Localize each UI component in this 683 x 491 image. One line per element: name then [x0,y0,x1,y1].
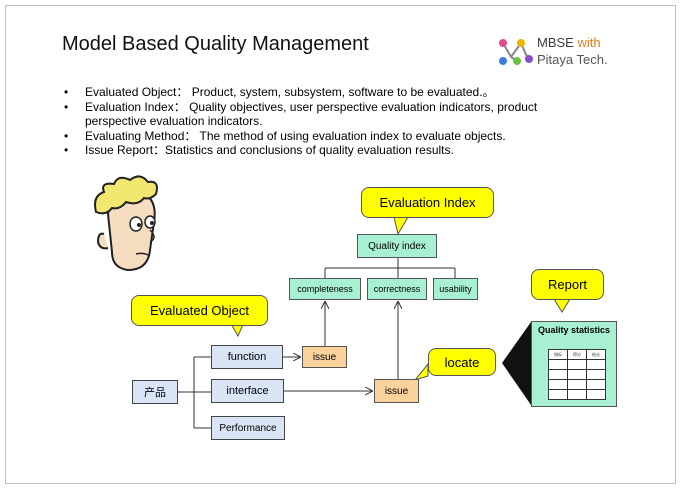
logo-mbse: MBSE [537,35,574,50]
thinking-person-icon [94,175,158,272]
callout-evaluation-index: Evaluation Index [361,187,494,218]
slide-title: Model Based Quality Management [62,33,369,55]
callout-locate: locate [428,348,496,376]
callout-tail [553,298,571,313]
completeness-node: completeness [289,278,361,300]
bullet-item: Evaluating Method： The method of using e… [64,129,584,144]
report-table: 指标 得分 结论 [548,349,606,400]
bullet-list: Evaluated Object： Product, system, subsy… [64,85,584,158]
report-arrow-icon [502,322,531,405]
callout-evaluated-object: Evaluated Object [131,295,268,326]
logo-with: with [577,35,601,50]
logo-text-mbse: MBSE with [537,35,601,50]
correctness-node: correctness [367,278,427,300]
report-table-header-cell: 结论 [586,349,606,360]
usability-node: usability [433,278,478,300]
function-node: function [211,345,283,369]
logo-text-company: Pitaya Tech. [537,52,608,67]
bullet-item: Evaluation Index： Quality objectives, us… [64,100,584,129]
callout-tail [413,362,429,381]
product-node: 产品 [132,380,178,404]
quality-statistics-report: Quality statistics 指标 得分 结论 [531,321,617,407]
issue-node-function: issue [302,346,347,368]
interface-node: interface [211,379,284,403]
bullet-item: Issue Report：Statistics and conclusions … [64,143,584,158]
report-table-header-cell: 得分 [567,349,587,360]
bullet-item: Evaluated Object： Product, system, subsy… [64,85,584,100]
callout-report: Report [531,269,604,300]
report-title: Quality statistics [537,325,611,335]
quality-index-node: Quality index [357,234,437,258]
mbse-logo-icon [499,39,533,65]
callout-tail [393,216,409,236]
issue-node-interface: issue [374,379,419,403]
report-table-header-cell: 指标 [548,349,568,360]
performance-node: Performance [211,416,285,440]
